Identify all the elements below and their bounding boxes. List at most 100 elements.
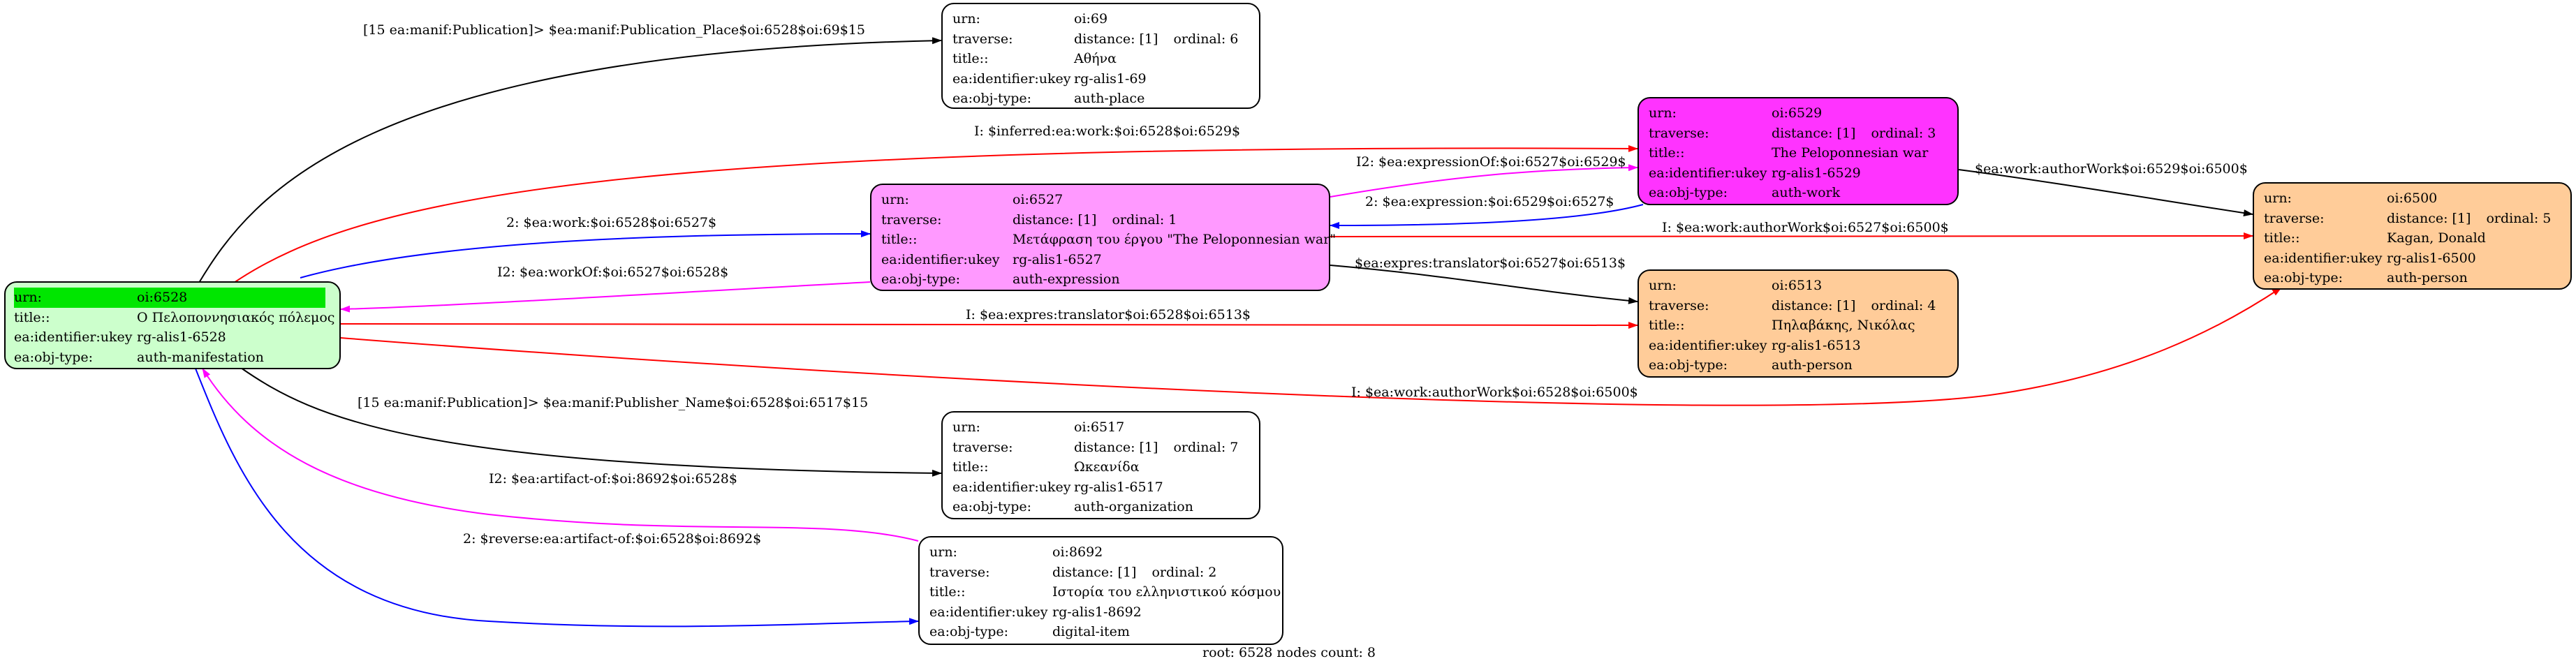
field-key: title:: (929, 584, 966, 600)
field-value: ordinal: 4 (1871, 297, 1936, 313)
field-key: title:: (952, 51, 989, 66)
node-oi-6528[interactable]: urn:oi:6528 title::Ο Πελοποννησιακός πόλ… (4, 281, 341, 369)
field-key: title:: (1649, 145, 1685, 161)
field-value: auth-place (1074, 91, 1145, 106)
field-key: ea:obj-type: (14, 349, 94, 365)
edge-expression (1330, 204, 1644, 229)
field-value: rg-alis1-69 (1074, 70, 1147, 87)
edge-label-author-6529-6500: $ea:work:authorWork$oi:6529$oi:6500$ (1975, 161, 2248, 177)
field-value: ordinal: 5 (2486, 210, 2552, 226)
field-value: rg-alis1-6527 (1013, 251, 1102, 267)
field-value: Ωκεανίδα (1074, 459, 1140, 475)
field-key: traverse: (1649, 297, 1709, 313)
edge-label-translator-6527: $ea:expres:translator$oi:6527$oi:6513$ (1355, 255, 1626, 271)
field-key: ea:obj-type: (2264, 270, 2343, 285)
node-oi-6513[interactable]: urn: oi:6513 traverse: distance: [1] ordina… (1637, 269, 1959, 378)
field-value: rg-alis1-6513 (1772, 337, 1861, 353)
edge-label-artifact-of: I2: $ea:artifact-of:$oi:8692$oi:6528$ (489, 471, 737, 487)
field-value: oi:6513 (1772, 278, 1823, 293)
field-value: auth-expression (1013, 272, 1120, 287)
field-key: title:: (14, 309, 50, 325)
field-value: ordinal: 7 (1173, 439, 1239, 455)
field-key: title:: (881, 232, 918, 247)
field-key: ea:obj-type: (1649, 185, 1728, 200)
edge-label-author-6527-6500: I: $ea:work:authorWork$oi:6527$oi:6500$ (1662, 220, 1949, 235)
field-value: digital-item (1052, 624, 1130, 639)
field-value: Kagan, Donald (2387, 230, 2486, 246)
edge-artifact-of (202, 368, 919, 542)
node-oi-8692[interactable]: urn:oi:8692 traverse:distance: [1]ordina… (918, 536, 1283, 645)
field-key: urn: (1649, 278, 1677, 293)
field-key: urn: (952, 11, 980, 27)
field-value: rg-alis1-6528 (137, 329, 226, 345)
field-value: ordinal: 1 (1112, 211, 1177, 228)
field-value: auth-work (1772, 185, 1841, 200)
field-value: The Peloponnesian war (1772, 145, 1929, 161)
edge-expression-of (1330, 164, 1638, 198)
edge-label-work: 2: $ea:work:$oi:6528$oi:6527$ (506, 215, 717, 230)
field-value: distance: [1] (1772, 125, 1856, 141)
edge-label-inferred-work: I: $inferred:ea:work:$oi:6528$oi:6529$ (974, 124, 1241, 139)
field-key: traverse: (952, 31, 1013, 47)
field-value: distance: [1] (1772, 297, 1856, 313)
field-key: ea:obj-type: (952, 91, 1032, 106)
edge-label-translator-6528: I: $ea:expres:translator$oi:6528$oi:6513… (966, 307, 1251, 322)
graph-footer: root: 6528 nodes count: 8 (1202, 645, 1376, 660)
field-value: auth-organization (1074, 499, 1193, 514)
field-value: rg-alis1-6517 (1074, 479, 1163, 495)
field-key: ea:obj-type: (1649, 357, 1728, 373)
field-key: ea:identifier:ukey (14, 329, 133, 345)
field-key: urn: (1649, 105, 1677, 121)
node-oi-6517[interactable]: urn:oi:6517 traverse:distance: [1]ordina… (941, 411, 1260, 519)
edge-author-6528-6500 (340, 287, 2282, 406)
field-value: oi:6529 (1772, 105, 1823, 121)
field-value: rg-alis1-8692 (1052, 604, 1142, 620)
field-value: distance: [1] (1074, 31, 1158, 47)
field-value: auth-manifestation (137, 349, 264, 365)
field-value: Αθήνα (1074, 51, 1117, 66)
edge-label-expression: 2: $ea:expression:$oi:6529$oi:6527$ (1365, 194, 1614, 209)
field-value: ordinal: 3 (1871, 125, 1936, 141)
node-oi-6500[interactable]: urn: oi:6500 traverse: distance: [1] ordina… (2253, 182, 2572, 290)
field-key: ea:identifier:ukey (1649, 337, 1767, 353)
field-key: ea:obj-type: (952, 499, 1032, 514)
edge-label-publisher: [15 ea:manif:Publication]> $ea:manif:Pub… (358, 395, 869, 410)
field-key: title:: (2264, 230, 2300, 246)
edge-publication-place (198, 37, 942, 283)
field-value: Μετάφραση του έργου "The Peloponnesian w… (1013, 232, 1337, 247)
field-key: urn: (929, 544, 957, 560)
field-key: ea:identifier:ukey (952, 70, 1071, 87)
field-key: traverse: (2264, 210, 2325, 226)
field-key: ea:obj-type: (929, 624, 1009, 639)
field-value: oi:6527 (1013, 192, 1063, 207)
field-value: distance: [1] (1052, 564, 1137, 580)
field-value: distance: [1] (1074, 439, 1158, 455)
field-key: ea:identifier:ukey (2264, 250, 2383, 266)
edge-label-expression-of: I2: $ea:expressionOf:$oi:6527$oi:6529$ (1356, 154, 1626, 170)
field-key: ea:identifier:ukey (929, 604, 1048, 620)
node-oi-6527[interactable]: urn:oi:6527 traverse:distance: [1]ordina… (870, 184, 1336, 291)
field-value: ordinal: 6 (1173, 31, 1239, 47)
field-value: auth-person (1772, 357, 1853, 373)
node-oi-69[interactable]: urn:oi:69 traverse:distance: [1]ordinal:… (941, 3, 1260, 109)
field-value: oi:6500 (2387, 191, 2438, 206)
field-value: Ιστορία του ελληνιστικού κόσμου (1052, 584, 1281, 600)
field-key: urn: (14, 288, 137, 308)
field-key: urn: (2264, 191, 2292, 206)
field-value: Πηλαβάκης, Νικόλας (1772, 318, 1915, 333)
field-key: title:: (1649, 318, 1685, 333)
field-key: traverse: (929, 564, 990, 580)
edge-label-work-of: I2: $ea:workOf:$oi:6527$oi:6528$ (497, 265, 729, 280)
edge-author-6527-6500 (1330, 232, 2253, 240)
field-key: title:: (952, 459, 989, 475)
field-key: ea:obj-type: (881, 272, 961, 287)
field-value: rg-alis1-6529 (1772, 165, 1861, 181)
node-oi-6529[interactable]: urn:oi:6529 traverse:distance: [1]ordina… (1637, 97, 1959, 205)
field-value: distance: [1] (2387, 210, 2471, 226)
edge-label-author-6528-6500: I: $ea:work:authorWork$oi:6528$oi:6500$ (1351, 385, 1638, 400)
field-key: ea:identifier:ukey (952, 479, 1071, 495)
field-key: ea:identifier:ukey (1649, 165, 1767, 181)
edge-publisher (240, 367, 942, 477)
field-key: traverse: (952, 439, 1013, 455)
